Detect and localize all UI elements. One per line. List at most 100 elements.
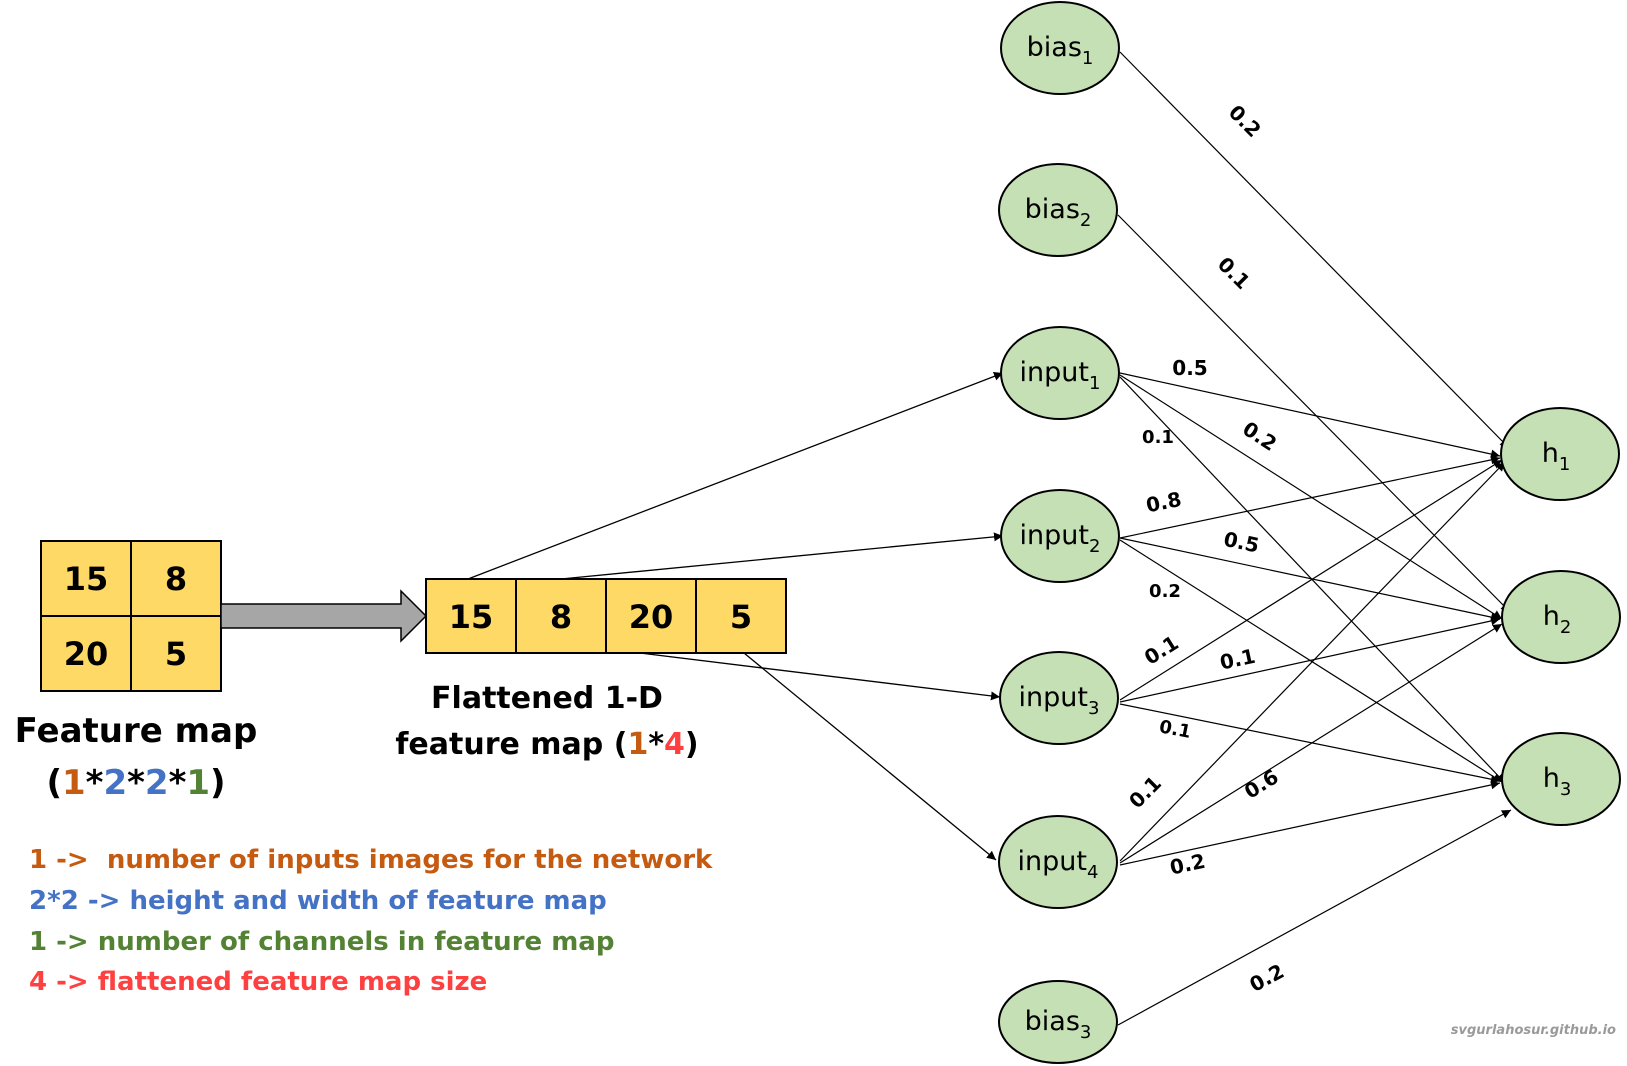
node-subscript: 1 (1559, 454, 1570, 475)
node-label: h (1542, 438, 1559, 469)
node-label: bias (1025, 1006, 1080, 1037)
dim-channels: 1 (186, 763, 210, 803)
edge-input3-h2 (1119, 616, 1501, 703)
weight-label: 0.5 (1172, 356, 1207, 380)
node-subscript: 3 (1088, 698, 1099, 719)
node-subscript: 2 (1560, 617, 1571, 638)
feature-map-cell (130, 615, 222, 692)
svg-text:h2: h2 (1543, 601, 1572, 638)
flattened-title-line1: Flattened 1-D (431, 681, 663, 716)
weight-label: 0.1 (1157, 716, 1192, 743)
input-node-1: input1 (1000, 326, 1120, 420)
flattened-dim-inputs: 1 (627, 727, 648, 762)
svg-text:input3: input3 (1019, 682, 1100, 719)
svg-text:bias2: bias2 (1025, 194, 1092, 231)
input-node-2: input2 (1000, 489, 1120, 583)
node-subscript: 1 (1089, 373, 1100, 394)
svg-text:h1: h1 (1542, 438, 1571, 475)
flattened-title-prefix: feature map ( (395, 727, 627, 762)
edge-flat-input4 (743, 652, 997, 861)
node-subscript: 2 (1080, 210, 1091, 231)
feature-map-dimensions: (1*2*2*1) (46, 763, 225, 803)
edge-flat-input2 (560, 532, 1004, 580)
edge-input2-h1 (1119, 455, 1501, 539)
svg-text:input2: input2 (1020, 520, 1101, 557)
edge-input1-h1 (1119, 372, 1501, 459)
node-label: input (1018, 846, 1087, 877)
feature-map-value: 15 (64, 560, 109, 598)
hidden-node-3: h3 (1501, 732, 1621, 826)
weight-label: 0.1 (1213, 252, 1255, 294)
node-subscript: 2 (1089, 536, 1100, 557)
node-label: bias (1025, 194, 1080, 225)
weight-label: 0.1 (1142, 427, 1174, 448)
weight-label: 0.1 (1124, 771, 1166, 813)
feature-map-value: 8 (165, 560, 187, 598)
flattened-cell (605, 578, 697, 654)
flatten-arrow (220, 589, 428, 643)
feature-map-grid: 15 8 20 5 (40, 540, 222, 692)
weight-label: 0.1 (1140, 630, 1183, 669)
feature-map-cell (40, 540, 132, 617)
dim-inputs: 1 (62, 763, 86, 803)
weight-label: 0.8 (1144, 487, 1183, 517)
edge-input1-h2 (1119, 374, 1503, 620)
weight-label: 0.1 (1218, 644, 1258, 675)
node-label: input (1020, 520, 1089, 551)
dim-width: 2 (145, 763, 169, 803)
svg-text:input4: input4 (1018, 846, 1099, 883)
node-subscript: 3 (1080, 1022, 1091, 1043)
feature-map-value: 20 (64, 635, 109, 673)
edge-input3-h1 (1119, 459, 1503, 701)
bias-node-1: bias1 (1000, 1, 1120, 95)
node-label: h (1543, 601, 1560, 632)
node-label: bias (1027, 32, 1082, 63)
legend-item: 1 -> number of inputs images for the net… (29, 845, 713, 875)
weight-label: 0.2 (1149, 581, 1181, 602)
edge-input2-h2 (1119, 537, 1501, 622)
input-node-3: input3 (999, 651, 1119, 745)
node-subscript: 3 (1560, 779, 1571, 800)
flattened-value: 20 (629, 598, 674, 636)
input-node-4: input4 (998, 815, 1118, 909)
edge-input2-h3 (1119, 539, 1503, 783)
edge-input1-h3 (1119, 376, 1506, 784)
flattened-row: 15 8 20 5 (425, 578, 787, 654)
feature-map-cell (130, 540, 222, 617)
hidden-layer-edges (1117, 51, 1512, 1026)
feature-map-title: Feature map (15, 711, 258, 751)
dim-star: * (127, 763, 145, 803)
edge-input4-h3 (1119, 780, 1501, 866)
edge-input4-h1 (1119, 461, 1506, 862)
svg-text:bias3: bias3 (1025, 1006, 1092, 1043)
flattened-value: 15 (449, 598, 494, 636)
hidden-node-1: h1 (1500, 407, 1620, 501)
dim-star: * (86, 763, 104, 803)
weight-label: 0.2 (1238, 416, 1281, 455)
svg-text:input1: input1 (1020, 357, 1101, 394)
svg-text:bias1: bias1 (1027, 32, 1094, 69)
weight-label: 0.2 (1224, 100, 1266, 142)
weight-label: 0.5 (1222, 527, 1262, 558)
bias-node-2: bias2 (998, 163, 1118, 257)
edge-bias2-h2 (1117, 214, 1511, 613)
dim-paren: ) (210, 763, 226, 803)
edge-input4-h2 (1119, 623, 1503, 864)
edge-input3-h3 (1119, 703, 1501, 784)
flattened-value: 5 (730, 598, 752, 636)
weight-label: 0.2 (1245, 959, 1288, 997)
edge-bias3-h3 (1117, 809, 1512, 1026)
feature-map-cell (40, 615, 132, 692)
node-label: input (1020, 357, 1089, 388)
legend-item: 1 -> number of channels in feature map (29, 927, 614, 957)
flattened-cell (695, 578, 787, 654)
dim-star: * (169, 763, 187, 803)
flatten-to-input-edges (467, 372, 1004, 861)
flattened-title-line2: feature map (1*4) (395, 727, 698, 762)
flattened-value: 8 (550, 598, 572, 636)
flattened-title-close: ) (685, 727, 699, 762)
watermark: svgurlahosur.github.io (1451, 1023, 1616, 1038)
feature-map-value: 5 (165, 635, 187, 673)
flattened-dim-star: * (648, 727, 664, 762)
dim-paren: ( (46, 763, 62, 803)
